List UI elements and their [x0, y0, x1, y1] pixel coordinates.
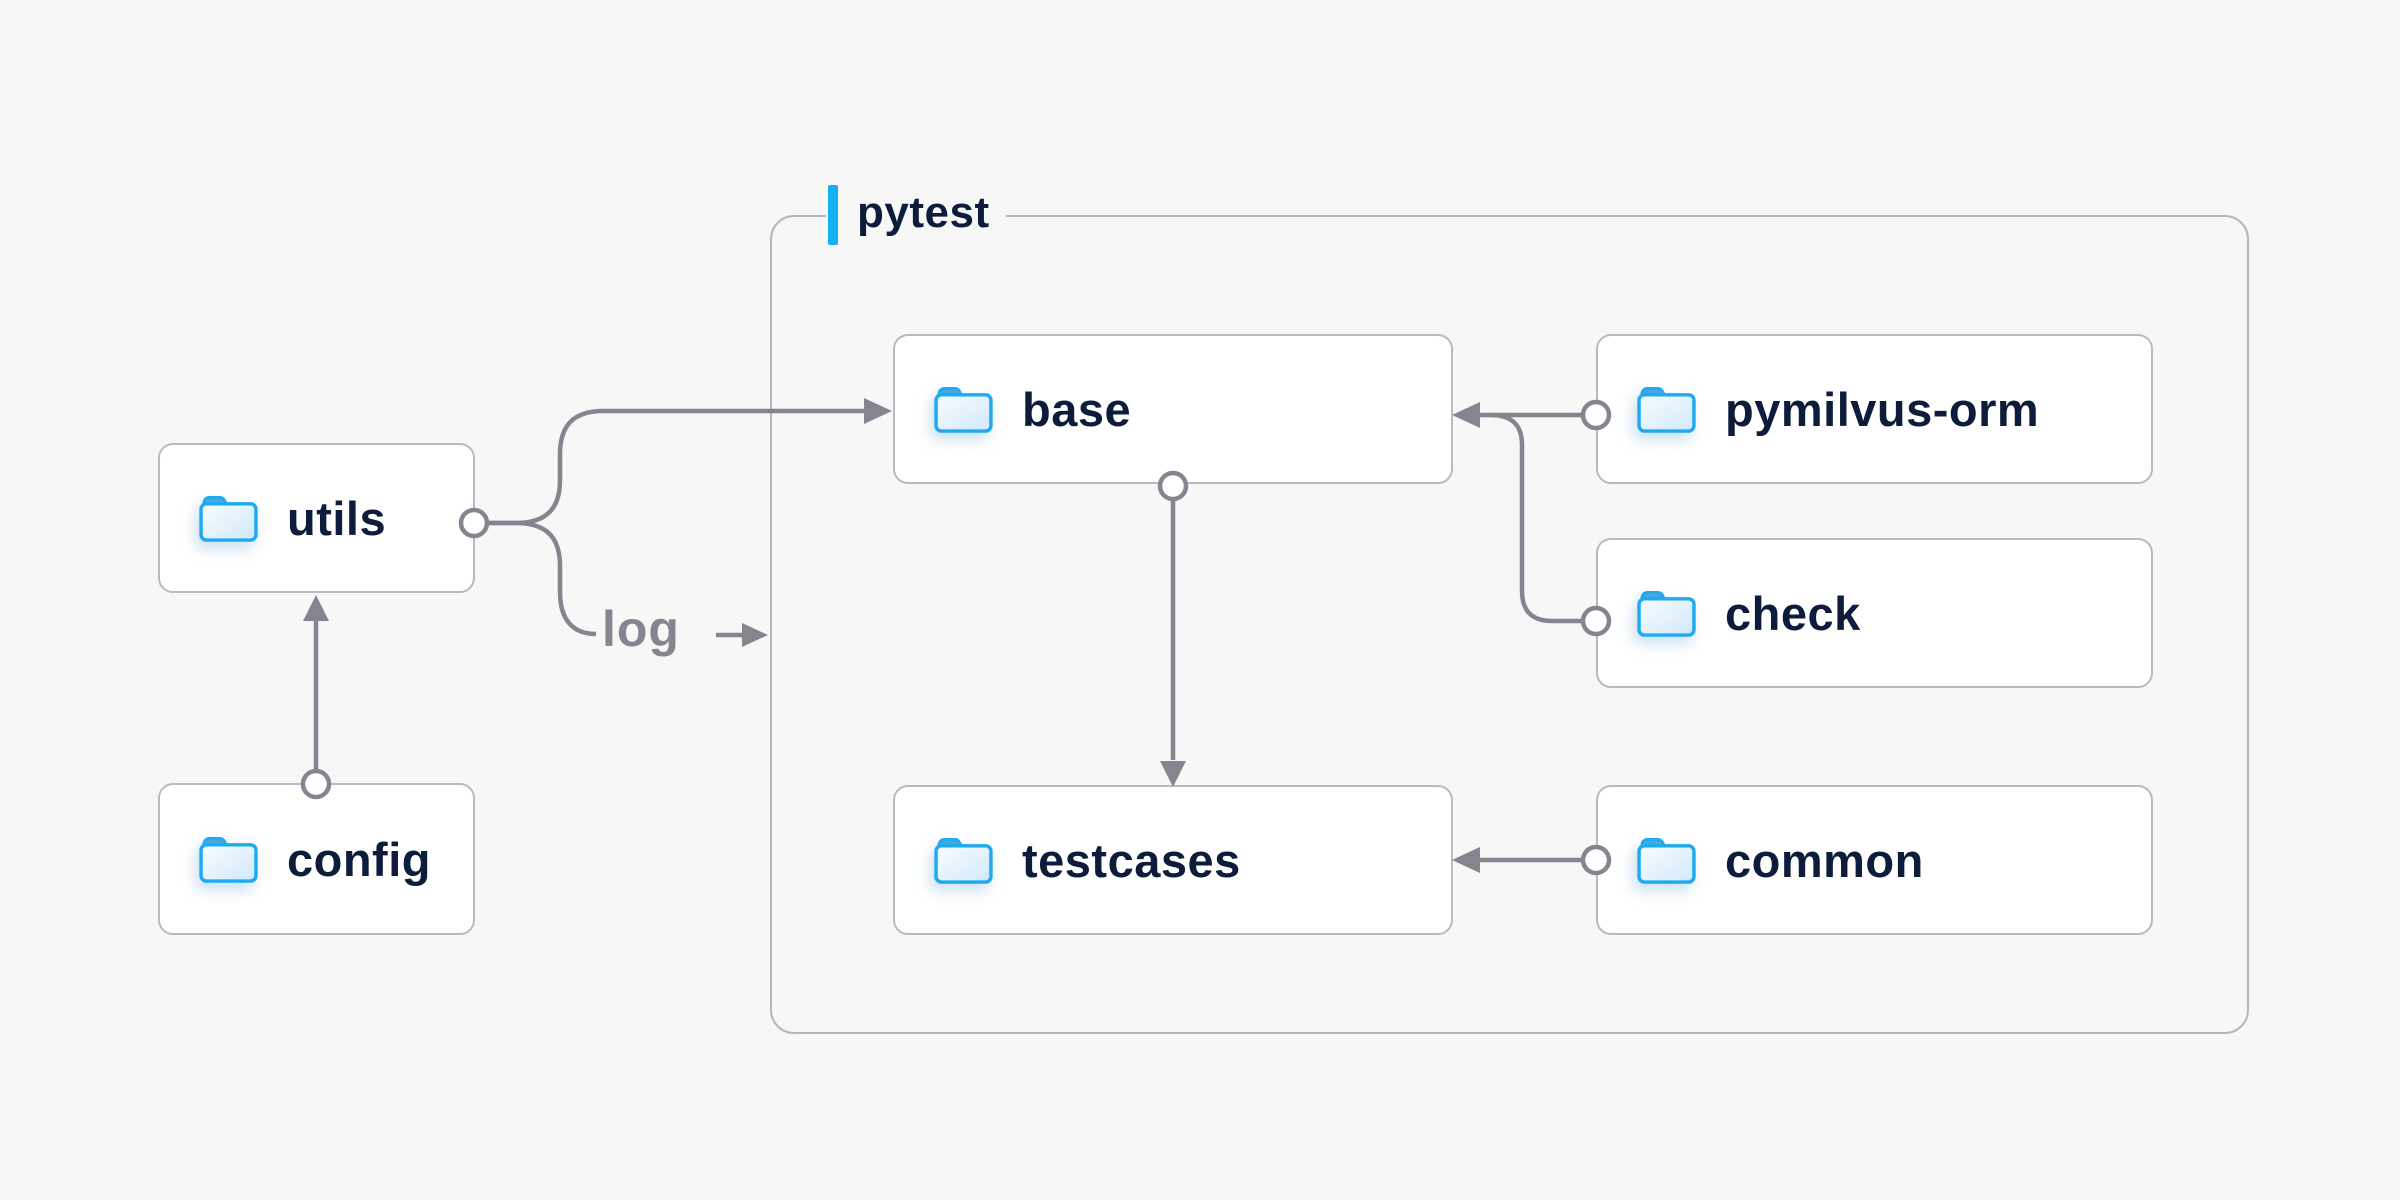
node-label: check: [1725, 586, 1861, 640]
arrowhead-into-utils: [303, 595, 329, 621]
node-label: common: [1725, 833, 1924, 887]
folder-icon: [1637, 837, 1696, 884]
folder-icon: [1637, 386, 1696, 433]
node-label: testcases: [1022, 833, 1241, 887]
node-label: config: [287, 832, 431, 886]
node-label: base: [1022, 382, 1132, 436]
node-utils: utils: [158, 443, 475, 593]
node-config: config: [158, 783, 475, 935]
pytest-group-title: pytest: [857, 188, 990, 237]
folder-icon: [199, 836, 258, 883]
node-label: utils: [287, 491, 387, 545]
edge-label-log: log: [602, 601, 680, 657]
node-label: pymilvus-orm: [1725, 382, 2040, 436]
folder-icon: [934, 837, 993, 884]
accent-bar: [828, 185, 838, 245]
edge-utils-log: [489, 520, 597, 637]
node-testcases: testcases: [893, 785, 1453, 935]
arrowhead-log: [742, 623, 768, 647]
node-pymilvus-orm: pymilvus-orm: [1596, 334, 2153, 484]
folder-icon: [199, 495, 258, 542]
node-base: base: [893, 334, 1453, 484]
pytest-group-container: [770, 215, 2249, 1034]
folder-icon: [1637, 590, 1696, 637]
pytest-group-label: pytest: [826, 184, 1006, 246]
node-check: check: [1596, 538, 2153, 688]
node-common: common: [1596, 785, 2153, 935]
folder-icon: [934, 386, 993, 433]
